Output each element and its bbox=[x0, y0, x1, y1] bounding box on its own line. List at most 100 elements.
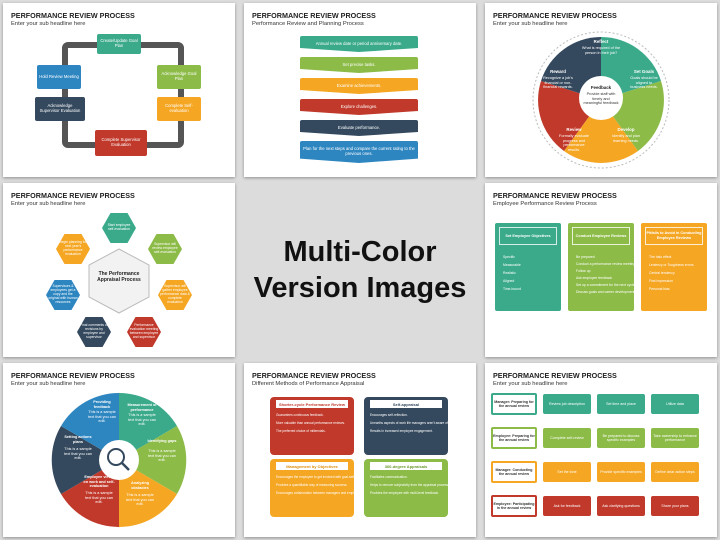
row-cell: Set the tone bbox=[543, 462, 591, 482]
column-header: Pitfalls to Avoid in Conducting Employee… bbox=[645, 227, 703, 245]
panel-item: Results in increased employee engagement… bbox=[370, 429, 433, 433]
slide-subtitle: Enter your sub headline here bbox=[11, 201, 86, 207]
segment-note: This is a sample text that you can edit. bbox=[85, 491, 113, 505]
column-item: Specific bbox=[503, 255, 515, 259]
segment-label: Employee views on work and self-evaluati… bbox=[83, 475, 115, 489]
step-box: Acknowledge Supervisor Evaluation bbox=[35, 97, 85, 121]
step-box: Complete Self-evaluation bbox=[157, 97, 201, 121]
step-banner: Plan for the next steps and compare the … bbox=[300, 141, 418, 163]
slide-thumbnail-wheel[interactable]: PERFORMANCE REVIEW PROCESS Enter your su… bbox=[485, 3, 717, 177]
segment-note: This is a sample text that you can edit. bbox=[148, 449, 176, 463]
slide-subtitle: Enter your sub headline here bbox=[11, 381, 86, 387]
slide-thumbnail-hexagons[interactable]: PERFORMANCE REVIEW PROCESS Enter your su… bbox=[3, 183, 235, 357]
step-banner: Explore challenges. bbox=[300, 99, 418, 115]
slide-title: PERFORMANCE REVIEW PROCESS bbox=[11, 191, 135, 200]
slide-subtitle: Enter your sub headline here bbox=[493, 381, 568, 387]
panel-item: Encourages collaboration between manager… bbox=[276, 491, 364, 495]
row-cell: Provide specific examples bbox=[597, 462, 645, 482]
column-header: Set Employee Objectives bbox=[499, 227, 557, 245]
segment-text: Identify and plan learning needs. bbox=[612, 134, 640, 143]
segment-title: Develop bbox=[617, 127, 635, 132]
panel-title: 360-degree Appraisals bbox=[370, 462, 442, 470]
slide-thumbnail-steps[interactable]: PERFORMANCE REVIEW PROCESS Performance R… bbox=[244, 3, 476, 177]
row-cell: Set time and place bbox=[597, 394, 645, 414]
panel-item: Provides the employee with multi-level f… bbox=[370, 491, 439, 495]
row-cell: Utilize data bbox=[651, 394, 699, 414]
column-item: Personal bias bbox=[649, 287, 670, 291]
slide-thumbnail-columns[interactable]: PERFORMANCE REVIEW PROCESS Employee Perf… bbox=[485, 183, 717, 357]
segment-label: Analyzing obstacles bbox=[131, 481, 149, 490]
hex-step: Supervisor will review employee self-eva… bbox=[148, 234, 182, 264]
step-banner: Annual review date or period anniversary… bbox=[300, 36, 418, 52]
center-text: Provide staff with timely and meaningful… bbox=[583, 92, 619, 106]
slide-title: PERFORMANCE REVIEW PROCESS bbox=[493, 191, 617, 200]
row-label: Employee: Preparing for the annual revie… bbox=[491, 427, 537, 449]
slide-subtitle: Enter your sub headline here bbox=[11, 21, 86, 27]
column-item: Realistic bbox=[503, 271, 516, 275]
column: Pitfalls to Avoid in Conducting Employee… bbox=[641, 223, 707, 311]
row-cell: Be prepared to discuss specific examples bbox=[597, 428, 645, 448]
hex-step: Performance evaluation meeting between e… bbox=[127, 317, 161, 347]
method-panel: Shorter-cycle Performance Review Guarant… bbox=[270, 397, 354, 455]
row-cell: Ask clarifying questions bbox=[597, 496, 645, 516]
column: Set Employee Objectives Specific Measura… bbox=[495, 223, 561, 311]
panel-item: Guarantees continuous feedback. bbox=[276, 413, 324, 417]
slide-title: PERFORMANCE REVIEW PROCESS bbox=[493, 11, 617, 20]
row-label: Manager: Preparing for the annual review bbox=[491, 393, 537, 415]
method-panel: 360-degree Appraisals Facilitates commun… bbox=[364, 459, 450, 517]
column-item: The halo effect bbox=[649, 255, 672, 259]
slide-thumbnail-methods[interactable]: PERFORMANCE REVIEW PROCESS Different Met… bbox=[244, 363, 476, 537]
center-heading: Multi-Color Version Images bbox=[240, 183, 480, 357]
method-panel: Self-appraisal Encourages self-reflectio… bbox=[364, 397, 449, 455]
row-cell: Review job description bbox=[543, 394, 591, 414]
column-item: Conduct a performance review meeting bbox=[576, 262, 636, 266]
panel-title: Shorter-cycle Performance Review bbox=[276, 400, 348, 408]
segment-note: This is a sample text that you can edit. bbox=[64, 447, 92, 461]
step-banner: Set precise tasks. bbox=[300, 57, 418, 73]
panel-item: Encourages self-reflection. bbox=[370, 413, 408, 417]
segment-text: Recognize a job's financial or non-finan… bbox=[543, 76, 573, 90]
slide-subtitle: Performance Review and Planning Process bbox=[252, 21, 364, 27]
column-item: Leniency or Toughness errors bbox=[649, 263, 694, 267]
row-cell: Ask for feedback bbox=[543, 496, 591, 516]
center-label: The Performance Appraisal Process bbox=[97, 271, 141, 283]
column-item: Be prepared bbox=[576, 255, 595, 259]
segment-title: Reflect bbox=[593, 39, 609, 44]
magnifier-icon bbox=[107, 448, 125, 466]
slide-subtitle: Employee Performance Review Process bbox=[493, 201, 597, 207]
center-title: Feedback bbox=[590, 85, 612, 90]
column-item: Aligned bbox=[503, 279, 515, 283]
slide-thumbnail-table[interactable]: PERFORMANCE REVIEW PROCESS Enter your su… bbox=[485, 363, 717, 537]
column-header: Conduct Employee Reviews bbox=[572, 227, 630, 245]
slide-thumbnail-ring[interactable]: PERFORMANCE REVIEW PROCESS Enter your su… bbox=[3, 363, 235, 537]
step-banner: Examine achievements. bbox=[300, 78, 418, 94]
segment-note: This is a sample text that you can edit. bbox=[88, 410, 116, 424]
segment-note: This is a sample text that you can edit. bbox=[126, 493, 154, 507]
column-item: Discuss goals and career development bbox=[576, 290, 635, 294]
segment-text: Goals should be aligned to business need… bbox=[630, 76, 658, 90]
column-item: Follow up bbox=[576, 269, 591, 273]
panel-item: Helps to remove subjectivity from the ap… bbox=[370, 483, 450, 487]
column-item: Time-bound bbox=[503, 287, 521, 291]
ring-chart bbox=[51, 392, 187, 528]
row-label: Employee: Participating in the annual re… bbox=[491, 495, 537, 517]
panel-item: Facilitates communication. bbox=[370, 475, 408, 479]
slide-title: PERFORMANCE REVIEW PROCESS bbox=[11, 371, 135, 380]
segment-text: What is required of the person in their … bbox=[581, 46, 621, 55]
slide-thumbnail-cycle[interactable]: PERFORMANCE REVIEW PROCESS Enter your su… bbox=[3, 3, 235, 177]
row-cell: Define clear action steps bbox=[651, 462, 699, 482]
segment-title: Review bbox=[566, 127, 582, 132]
row-cell: Share your plans bbox=[651, 496, 699, 516]
row-label: Manager: Conducting the annual review bbox=[491, 461, 537, 483]
panel-item: Encourages the employee to get involved … bbox=[276, 475, 360, 479]
segment-label: Identifying gaps bbox=[147, 439, 177, 443]
step-box: Create/Update Goal Plan bbox=[97, 34, 141, 54]
panel-title: Self-appraisal bbox=[370, 400, 442, 408]
slide-subtitle: Different Methods of Performance Apprais… bbox=[252, 381, 365, 387]
center-hexagon bbox=[88, 248, 150, 314]
heading-line: Multi-Color bbox=[283, 235, 437, 268]
segment-title: Set Goals bbox=[633, 69, 655, 74]
panel-item: More valuable than annual performance re… bbox=[276, 421, 345, 425]
row-cell: Take ownership to enhance performance bbox=[651, 428, 699, 448]
segment-title: Reward bbox=[550, 69, 566, 74]
